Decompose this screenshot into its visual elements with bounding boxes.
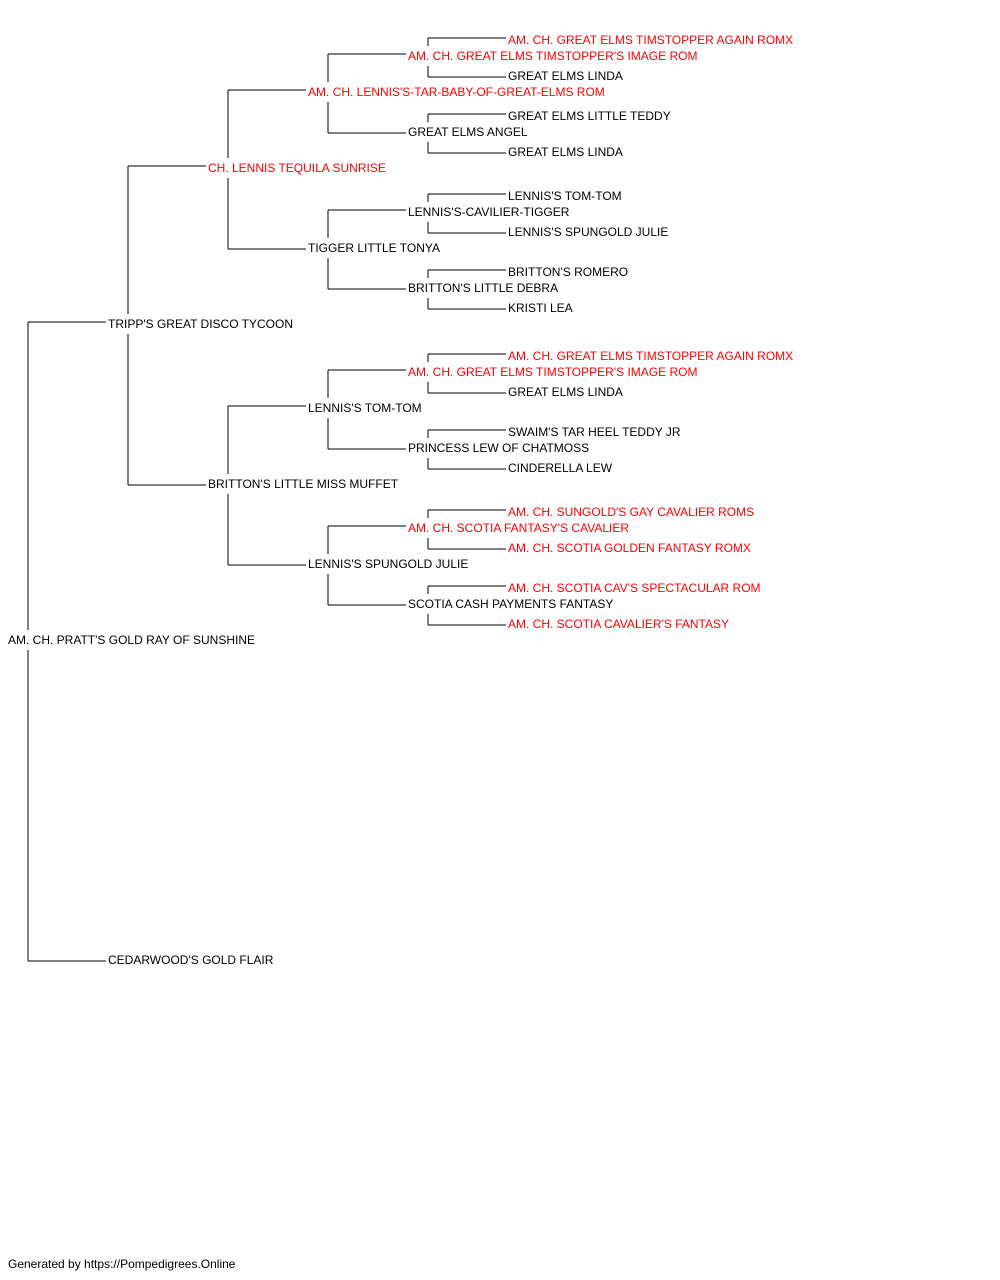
dog-name[interactable]: LENNIS'S TOM-TOM (308, 401, 422, 415)
dog-name-champion[interactable]: AM. CH. GREAT ELMS TIMSTOPPER'S IMAGE RO… (408, 49, 697, 63)
dog-name[interactable]: KRISTI LEA (508, 301, 573, 315)
dog-name[interactable]: PRINCESS LEW OF CHATMOSS (408, 441, 589, 455)
dog-name[interactable]: CINDERELLA LEW (508, 461, 613, 475)
dog-name[interactable]: TRIPP'S GREAT DISCO TYCOON (108, 317, 293, 331)
dog-name-champion[interactable]: AM. CH. SCOTIA GOLDEN FANTASY ROMX (508, 541, 751, 555)
dog-name-champion[interactable]: AM. CH. SCOTIA CAVALIER'S FANTASY (508, 617, 729, 631)
dog-name[interactable]: AM. CH. PRATT'S GOLD RAY OF SUNSHINE (8, 633, 255, 647)
generated-by-footer: Generated by https://Pompedigrees.Online (8, 1257, 236, 1271)
dog-name-champion[interactable]: AM. CH. SCOTIA CAV'S SPECTACULAR ROM (508, 581, 761, 595)
dog-name-champion[interactable]: CH. LENNIS TEQUILA SUNRISE (208, 161, 386, 175)
dog-name[interactable]: GREAT ELMS LINDA (508, 69, 623, 83)
dog-name[interactable]: LENNIS'S TOM-TOM (508, 189, 622, 203)
dog-name-champion[interactable]: AM. CH. SCOTIA FANTASY'S CAVALIER (408, 521, 629, 535)
dog-name[interactable]: LENNIS'S SPUNGOLD JULIE (308, 557, 468, 571)
dog-name[interactable]: GREAT ELMS LITTLE TEDDY (508, 109, 671, 123)
dog-name[interactable]: GREAT ELMS LINDA (508, 145, 623, 159)
dog-name-champion[interactable]: AM. CH. GREAT ELMS TIMSTOPPER AGAIN ROMX (508, 349, 793, 363)
dog-name[interactable]: LENNIS'S-CAVILIER-TIGGER (408, 205, 570, 219)
pedigree-tree: AM. CH. PRATT'S GOLD RAY OF SUNSHINE TRIP… (8, 33, 793, 967)
dog-name[interactable]: CEDARWOOD'S GOLD FLAIR (108, 953, 274, 967)
dog-name-champion[interactable]: AM. CH. GREAT ELMS TIMSTOPPER'S IMAGE RO… (408, 365, 697, 379)
dog-name[interactable]: LENNIS'S SPUNGOLD JULIE (508, 225, 668, 239)
dog-name-champion[interactable]: AM. CH. SUNGOLD'S GAY CAVALIER ROMS (508, 505, 754, 519)
dog-name[interactable]: GREAT ELMS LINDA (508, 385, 623, 399)
dog-name[interactable]: BRITTON'S LITTLE MISS MUFFET (208, 477, 399, 491)
dog-name[interactable]: BRITTON'S ROMERO (508, 265, 628, 279)
dog-name[interactable]: BRITTON'S LITTLE DEBRA (408, 281, 558, 295)
dog-name[interactable]: SCOTIA CASH PAYMENTS FANTASY (408, 597, 613, 611)
dog-name[interactable]: GREAT ELMS ANGEL (408, 125, 528, 139)
dog-name[interactable]: SWAIM'S TAR HEEL TEDDY JR (508, 425, 681, 439)
dog-name[interactable]: TIGGER LITTLE TONYA (308, 241, 440, 255)
dog-name-champion[interactable]: AM. CH. LENNIS'S-TAR-BABY-OF-GREAT-ELMS … (308, 85, 605, 99)
dog-name-champion[interactable]: AM. CH. GREAT ELMS TIMSTOPPER AGAIN ROMX (508, 33, 793, 47)
